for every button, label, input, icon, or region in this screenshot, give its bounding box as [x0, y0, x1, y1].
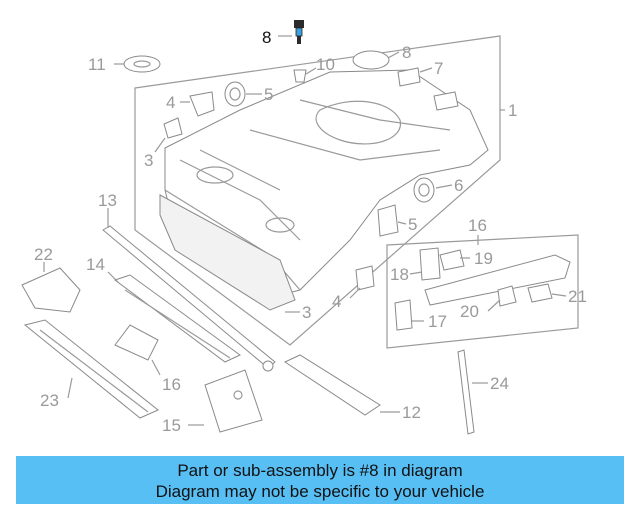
info-banner: Part or sub-assembly is #8 in diagram Di…: [16, 456, 624, 504]
part-bracket-14: [204, 369, 263, 433]
callout-5b: 6: [454, 176, 463, 195]
callout-labels: 8 11 10 8 7 5 4 3 1 6 5 4 3 13 14 22 16 …: [34, 28, 587, 435]
part-strut-24: [457, 349, 475, 435]
callout-10: 11: [88, 55, 106, 74]
subassembly-box-16: [386, 234, 579, 349]
callout-22: 22: [34, 245, 53, 264]
callout-24: 24: [490, 374, 509, 393]
part-bracket-4b: [377, 204, 399, 237]
part-grommet-5b: [413, 177, 435, 203]
part-bracket-15: [114, 324, 159, 361]
part-rail-11: [283, 354, 381, 416]
banner-line-disclaimer: Diagram may not be specific to your vehi…: [155, 482, 485, 501]
callout-12: 13: [98, 191, 117, 210]
callout-3b: 4: [332, 292, 341, 311]
part-cover-7: [352, 50, 390, 70]
leader-lines: [43, 35, 567, 426]
part-bracket-4a: [189, 91, 215, 117]
callout-15: 16: [162, 375, 181, 394]
part-rail-23: [23, 319, 159, 419]
callout-1: 1: [508, 101, 517, 120]
callout-3a: 3: [144, 151, 153, 170]
parts-diagram: 8 11 10 8 7 5 4 3 1 6 5 4 3 13 14 22 16 …: [21, 20, 587, 435]
callout-4b: 5: [408, 215, 417, 234]
callout-11: 12: [402, 403, 421, 422]
callout-6: 7: [434, 59, 443, 78]
callout-13: 14: [86, 255, 105, 274]
callout-2: 3: [302, 303, 311, 322]
part-bracket-3b: [355, 265, 375, 291]
callout-8: 8: [262, 28, 271, 47]
callout-21: 21: [568, 287, 587, 306]
part-bolt-8: [294, 20, 304, 44]
part-bracket-6: [397, 67, 459, 111]
part-bracket-3a: [163, 117, 183, 139]
callout-4a: 4: [166, 93, 175, 112]
floor-pan-assembly: [134, 35, 501, 346]
part-bracket-22: [21, 267, 81, 313]
callout-18: 18: [390, 265, 409, 284]
callout-17: 17: [428, 312, 447, 331]
callout-16: 16: [468, 216, 487, 235]
callout-14: 15: [162, 416, 181, 435]
callout-9: 10: [316, 55, 335, 74]
callout-20: 20: [460, 302, 479, 321]
callout-7: 8: [402, 43, 411, 62]
part-grommet-5a: [224, 81, 246, 107]
callout-23: 23: [40, 391, 59, 410]
callout-19: 19: [474, 249, 493, 268]
callout-5a: 5: [264, 85, 273, 104]
banner-line-part: Part or sub-assembly is #8 in diagram: [177, 461, 463, 480]
part-plug-10: [123, 55, 161, 73]
part-clip-9: [293, 69, 307, 83]
part-rail-13: [113, 274, 241, 363]
